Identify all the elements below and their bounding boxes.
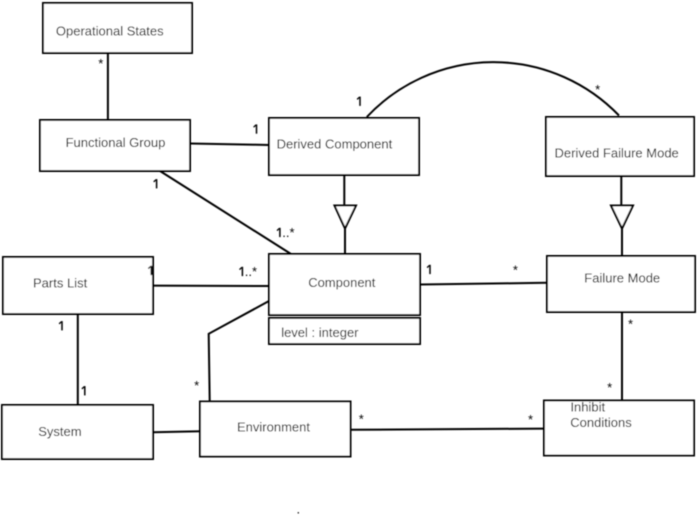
svg-text:*: * xyxy=(98,56,103,71)
svg-text:..*: ..* xyxy=(282,225,294,240)
svg-text:.: . xyxy=(297,502,301,516)
svg-text:Derived Failure Mode: Derived Failure Mode xyxy=(555,146,679,161)
svg-text:*: * xyxy=(607,380,612,395)
svg-text:Failure Mode: Failure Mode xyxy=(584,271,660,286)
svg-text:Environment: Environment xyxy=(237,419,310,434)
svg-text:Inhibit: Inhibit xyxy=(570,400,605,415)
svg-text:Conditions: Conditions xyxy=(570,415,632,430)
svg-text:Functional Group: Functional Group xyxy=(66,135,166,150)
svg-text:Component: Component xyxy=(308,275,376,290)
svg-text:..*: ..* xyxy=(245,264,257,279)
svg-text:Parts List: Parts List xyxy=(33,276,88,291)
svg-text:*: * xyxy=(513,263,518,278)
svg-text:System: System xyxy=(38,424,81,439)
svg-text:level : integer: level : integer xyxy=(281,325,359,340)
svg-text:*: * xyxy=(194,378,199,393)
svg-text:*: * xyxy=(528,412,533,427)
svg-text:*: * xyxy=(628,317,633,332)
svg-text:*: * xyxy=(595,82,600,97)
svg-text:Derived Component: Derived Component xyxy=(277,137,393,152)
svg-text:*: * xyxy=(359,411,364,426)
svg-text:Operational States: Operational States xyxy=(56,24,164,39)
